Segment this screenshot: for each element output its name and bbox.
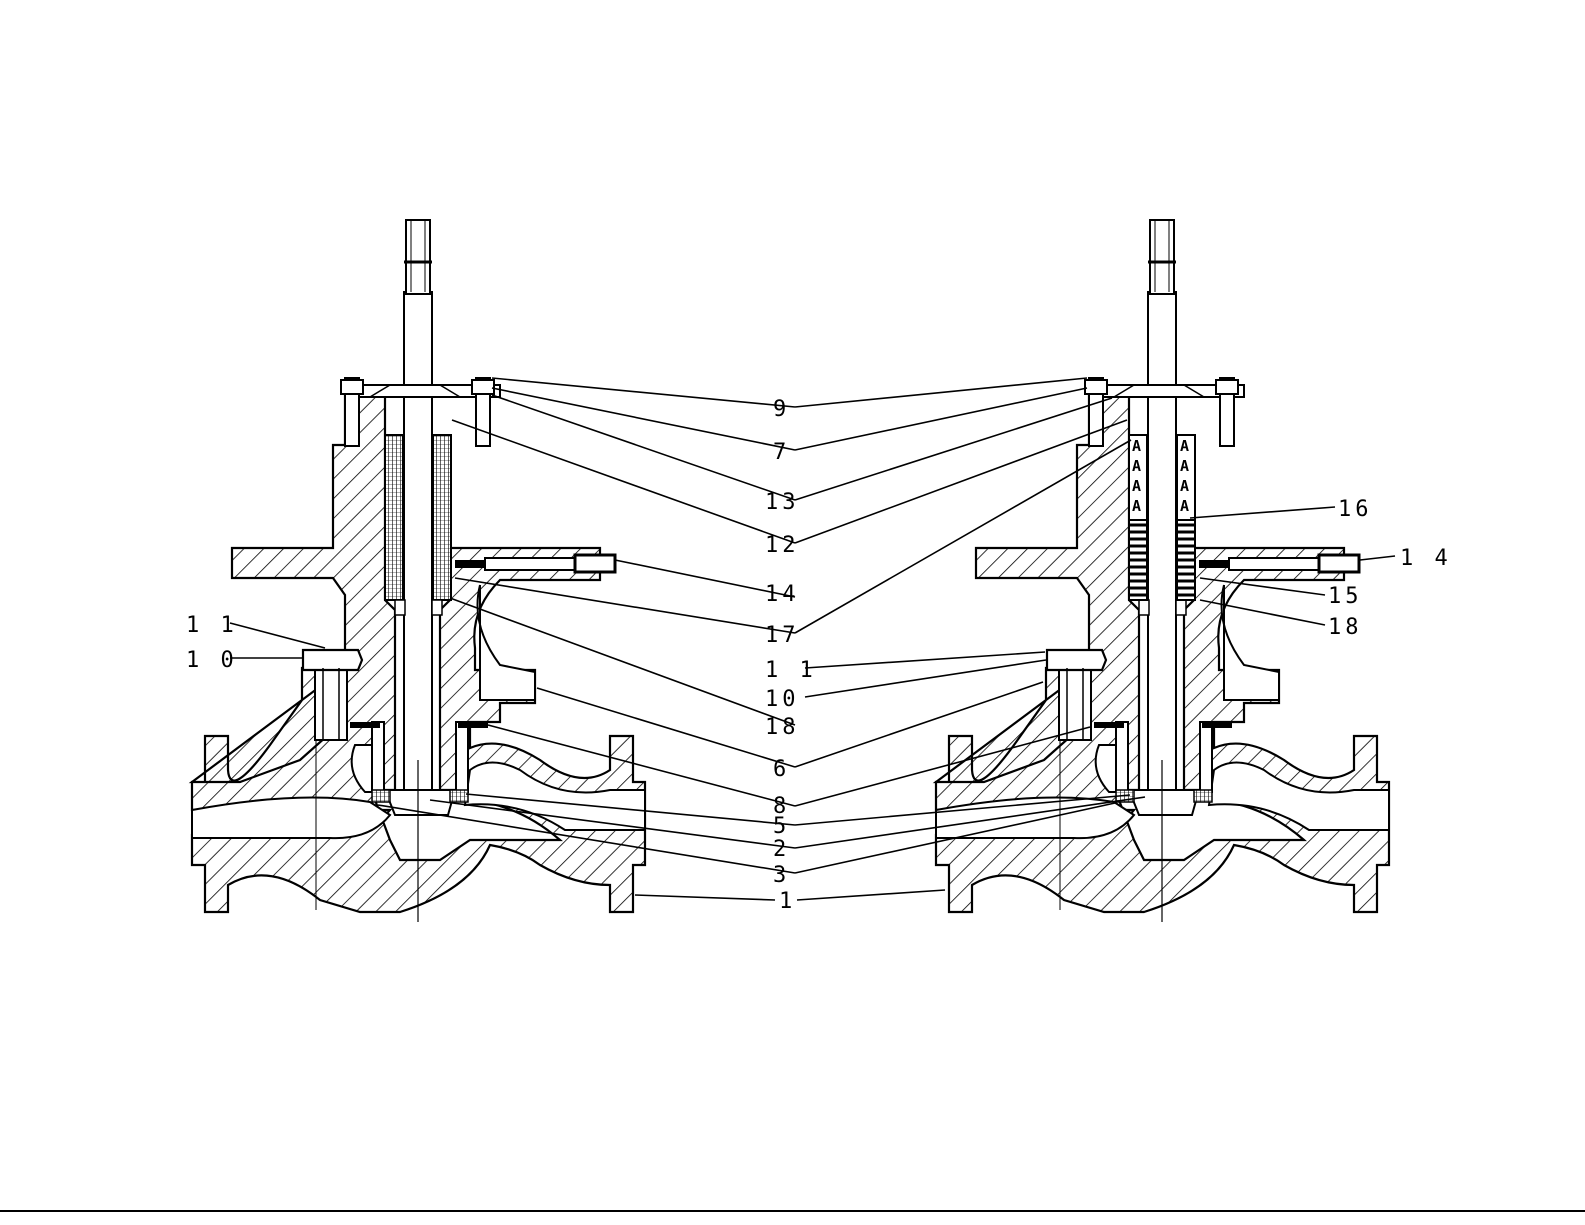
- label-14: 14: [765, 582, 800, 607]
- right-label-15: 15: [1328, 584, 1363, 609]
- label-10: 10: [765, 687, 800, 712]
- label-6: 6: [773, 757, 790, 782]
- packing-mark-1: A: [1132, 437, 1141, 455]
- right-label-16: 16: [1338, 497, 1373, 522]
- label-9: 9: [773, 397, 790, 422]
- packing-mark-5: A: [1180, 437, 1189, 455]
- label-18: 18: [765, 715, 800, 740]
- label-2: 2: [773, 837, 790, 862]
- packing-mark-6: A: [1180, 457, 1189, 475]
- left-valve-section: [192, 220, 645, 922]
- label-3: 3: [773, 863, 790, 888]
- label-11: 1 1: [765, 658, 817, 683]
- packing-mark-2: A: [1132, 457, 1141, 475]
- packing-mark-7: A: [1180, 477, 1189, 495]
- packing-mark-8: A: [1180, 497, 1189, 515]
- label-7: 7: [773, 440, 790, 465]
- right-label-18: 18: [1328, 615, 1363, 640]
- right-valve-section: A A A A A A A A: [936, 220, 1389, 922]
- label-5: 5: [773, 814, 790, 839]
- label-12: 12: [765, 533, 800, 558]
- left-label-11: 1 1: [186, 613, 238, 638]
- label-13: 13: [765, 490, 800, 515]
- label-1: 1: [779, 889, 796, 914]
- packing-mark-3: A: [1132, 477, 1141, 495]
- center-callout-labels: 9 7 13 12 14 17 1 1 10 18 6 8 5 2 3 1: [765, 397, 817, 914]
- right-label-14: 1 4: [1400, 546, 1452, 571]
- packing-mark-4: A: [1132, 497, 1141, 515]
- left-label-10: 1 0: [186, 648, 238, 673]
- left-callout-labels: 1 1 1 0: [186, 613, 238, 673]
- label-17: 17: [765, 623, 800, 648]
